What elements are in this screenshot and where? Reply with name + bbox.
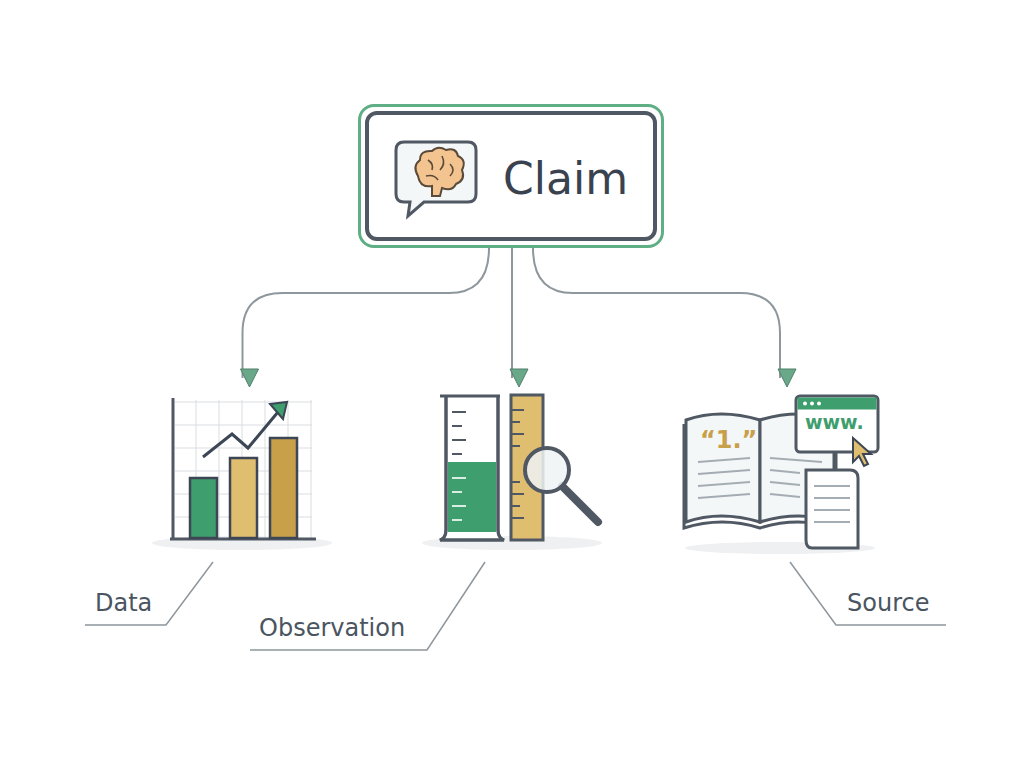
evidence-label: Observation (259, 614, 405, 642)
measuring-icon (422, 395, 602, 550)
evidence-label: Source (847, 589, 929, 617)
book-and-web-icon (684, 396, 878, 554)
icon-text: “1.” (700, 426, 757, 454)
bar-chart-icon (152, 398, 332, 550)
evidence-item: Source (680, 378, 880, 550)
connector-arrow (243, 248, 490, 378)
connector-arrow (511, 248, 513, 378)
claim-title: Claim (503, 153, 628, 204)
claim-box: Claim (358, 104, 664, 248)
evidence-label: Data (95, 589, 152, 617)
icon-text: www. (805, 411, 864, 433)
connector-arrow (533, 248, 780, 378)
leader-lines (85, 562, 946, 650)
evidence-item: Observation (422, 378, 602, 546)
brain-bubble-icon (396, 142, 476, 216)
evidence-item: Data (165, 378, 320, 546)
